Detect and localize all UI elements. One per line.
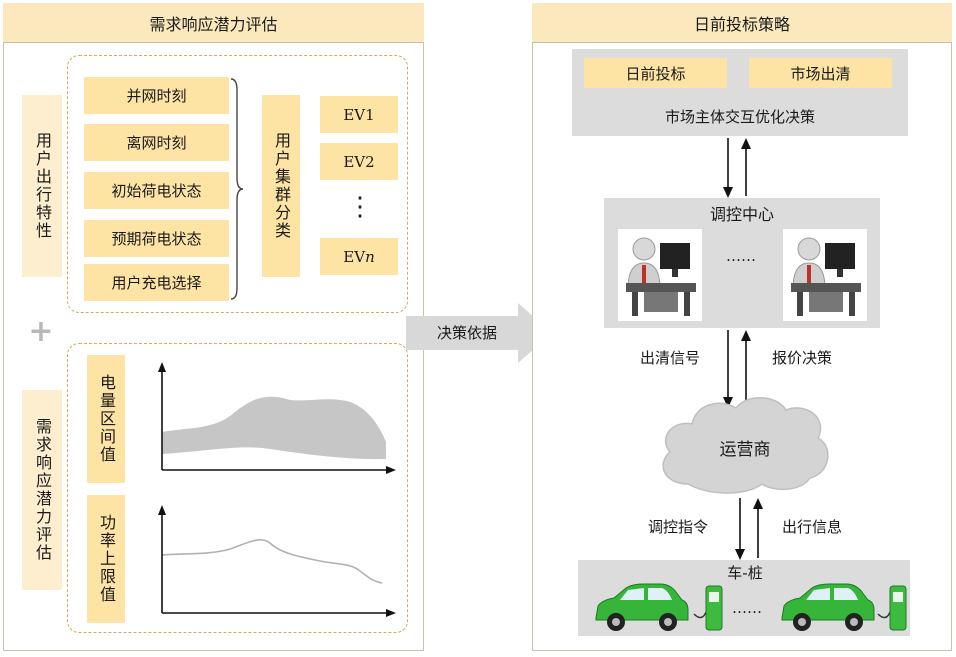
power-limit-chart bbox=[158, 505, 396, 617]
energy-interval-label: 电量区间值 bbox=[87, 355, 125, 483]
operator-cloud bbox=[662, 397, 829, 494]
feature-expected-soc: 预期荷电状态 bbox=[84, 220, 229, 257]
user-cluster-label: 用户集群分类 bbox=[262, 95, 300, 277]
travel-info-label: 出行信息 bbox=[782, 518, 843, 536]
curly-brace bbox=[230, 78, 244, 300]
market-interaction-caption: 市场主体交互优化决策 bbox=[664, 108, 815, 126]
power-x-arrow bbox=[386, 609, 396, 617]
travel-features-group bbox=[67, 55, 408, 313]
curves-group bbox=[67, 343, 408, 633]
ev-item-n: EVn bbox=[320, 238, 398, 275]
feature-grid-connect-time: 并网时刻 bbox=[84, 77, 229, 114]
vehicle-pile-title: 车-桩 bbox=[727, 564, 763, 582]
operator-vehicle-arrows bbox=[735, 498, 763, 560]
energy-x-arrow bbox=[386, 466, 396, 474]
energy-y-arrow bbox=[158, 362, 166, 372]
ev-vertical-ellipsis: ⋮ bbox=[347, 192, 373, 222]
user-travel-label: 用户出行特性 bbox=[22, 95, 62, 277]
vehicle-ellipsis: …… bbox=[732, 599, 762, 617]
decision-basis-label: 决策依据 bbox=[436, 324, 497, 342]
left-panel-title: 需求响应潜力评估 bbox=[3, 3, 424, 43]
energy-interval-chart bbox=[158, 362, 396, 474]
operator-workstation-icon-left bbox=[618, 229, 702, 321]
workstation-ellipsis: …… bbox=[726, 247, 756, 265]
plus-sign: + bbox=[28, 314, 54, 349]
feature-initial-soc: 初始荷电状态 bbox=[84, 172, 229, 209]
demand-response-label: 需求响应潜力评估 bbox=[22, 390, 62, 590]
center-operator-arrows bbox=[723, 330, 751, 408]
right-panel-title: 日前投标策略 bbox=[532, 3, 952, 43]
charging-pile-icon-right bbox=[877, 585, 907, 631]
market-clearing-tag: 市场出清 bbox=[749, 58, 892, 88]
charging-pile-icon-left bbox=[693, 585, 723, 631]
ev-item-1: EV1 bbox=[320, 96, 398, 133]
ev-item-2: EV2 bbox=[320, 143, 398, 180]
operator-workstation-icon-right bbox=[783, 229, 867, 321]
day-ahead-bid-tag: 日前投标 bbox=[584, 58, 727, 88]
dispatch-command-label: 调控指令 bbox=[648, 518, 709, 536]
power-curve bbox=[161, 539, 383, 584]
operator-label: 运营商 bbox=[719, 440, 771, 460]
ev-car-icon-left bbox=[595, 583, 689, 631]
ev-car-icon-right bbox=[781, 583, 875, 631]
decision-basis-arrow bbox=[406, 303, 552, 363]
ev-item-n-label: EVn bbox=[343, 247, 375, 266]
feature-grid-disconnect-time: 离网时刻 bbox=[84, 124, 229, 161]
energy-band bbox=[162, 396, 386, 460]
market-center-arrows bbox=[723, 138, 751, 198]
control-center-title: 调控中心 bbox=[709, 205, 774, 224]
bid-decision-label: 报价决策 bbox=[772, 349, 833, 367]
feature-user-charging-choice: 用户充电选择 bbox=[84, 264, 229, 301]
power-y-arrow bbox=[158, 505, 166, 515]
power-limit-label: 功率上限值 bbox=[87, 495, 125, 623]
clearing-signal-label: 出清信号 bbox=[640, 349, 701, 367]
